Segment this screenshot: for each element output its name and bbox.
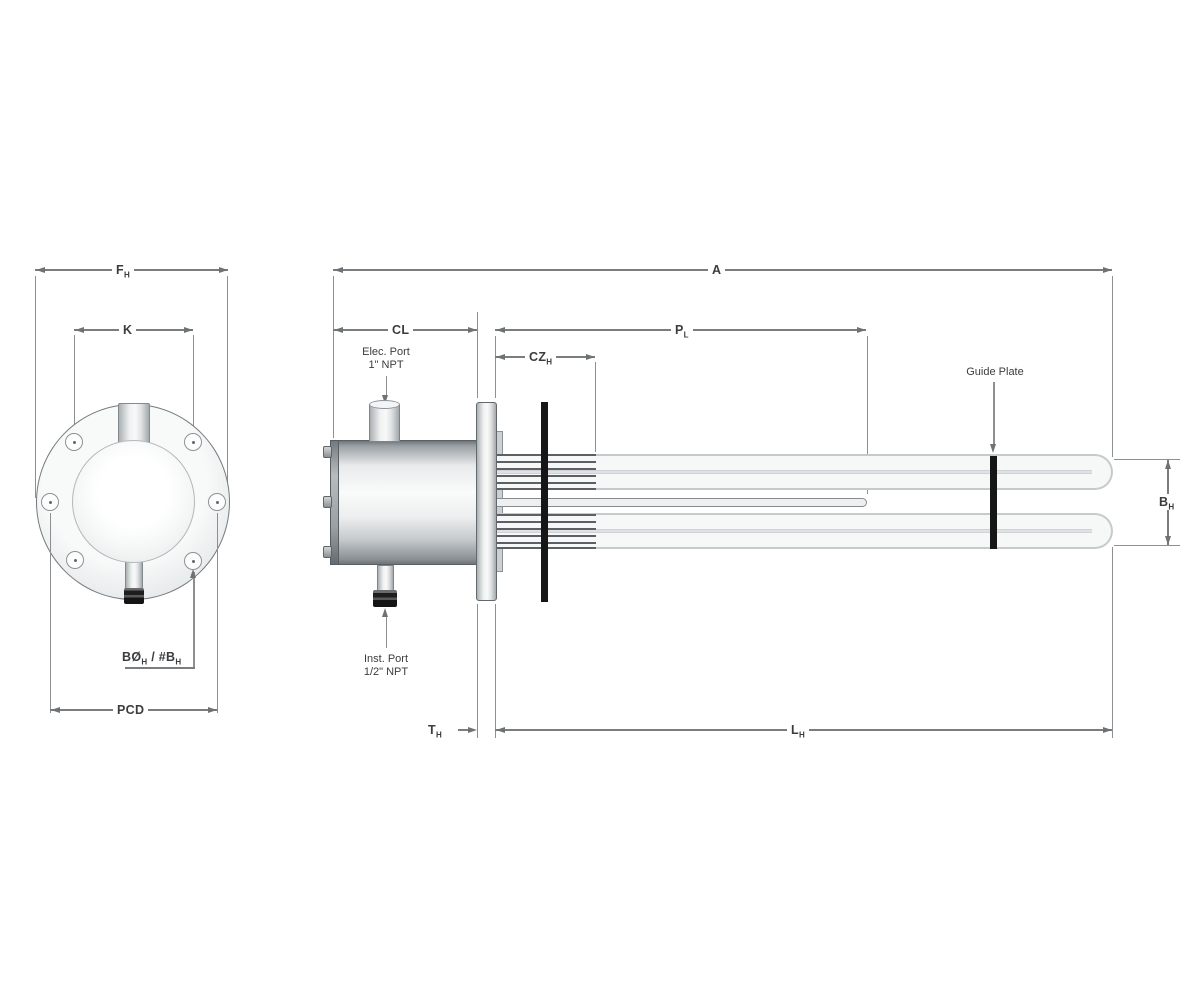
bolt-hole xyxy=(66,551,84,569)
elec-port-label-line2: 1" NPT xyxy=(368,359,404,371)
bolt-hole xyxy=(184,433,202,451)
bolt-hole xyxy=(208,493,226,511)
bh-ext-top xyxy=(1114,458,1180,460)
bolt-hole xyxy=(65,433,83,451)
inst-port-label-line2: 1/2" NPT xyxy=(363,666,409,678)
bh-ext-bottom xyxy=(1114,544,1180,546)
elec-port-label-line1: Elec. Port xyxy=(362,346,410,358)
pcd-arrow-left-icon xyxy=(51,706,60,713)
bh-arrow-down-icon xyxy=(1164,536,1171,545)
k-ext-left xyxy=(73,335,75,432)
guide-plate-inner xyxy=(541,402,548,602)
housing-screw xyxy=(323,546,332,558)
bh-dim-label: BH xyxy=(1155,494,1179,511)
guide-plate-leader-arrow-icon xyxy=(990,444,996,453)
bolt-hole-label-underline xyxy=(125,667,195,669)
fh-arrow-left-icon xyxy=(36,266,45,273)
inst-port-label-line1: Inst. Port xyxy=(363,653,409,665)
right-ext-upper xyxy=(1111,276,1113,457)
lh-arrow-left-icon xyxy=(496,726,505,733)
pcd-ext-left xyxy=(49,513,51,713)
elec-port-rim xyxy=(369,400,400,409)
flange-back-ext-bottom xyxy=(494,604,496,738)
a-arrow-left-icon xyxy=(334,266,343,273)
element-hairpin-upper-slot xyxy=(497,470,1092,474)
elec-port-side xyxy=(369,404,400,442)
k-dim-label: K xyxy=(119,322,137,338)
czh-arrow-left-icon xyxy=(496,353,505,360)
a-dim-label: A xyxy=(708,262,726,278)
czh-arrow-right-icon xyxy=(586,353,595,360)
k-arrow-left-icon xyxy=(75,326,84,333)
pcd-arrow-right-icon xyxy=(208,706,217,713)
bolt-hole-center xyxy=(48,500,52,504)
sensor-probe xyxy=(497,498,867,507)
lh-dim-label: LH xyxy=(787,722,810,739)
czh-ext-right xyxy=(594,362,596,452)
bolt-hole-leader xyxy=(193,572,195,668)
pl-ext-right xyxy=(866,336,868,494)
k-ext-right xyxy=(192,335,194,432)
inst-port-side xyxy=(377,565,394,592)
bolt-hole-center xyxy=(73,558,77,562)
a-ext-left xyxy=(332,276,334,438)
k-arrow-right-icon xyxy=(184,326,193,333)
pl-dim-label: PL xyxy=(671,322,693,339)
lh-arrow-right-icon xyxy=(1103,726,1112,733)
bolt-hole-center xyxy=(215,500,219,504)
guide-plate-outer xyxy=(990,456,997,549)
inst-port-leader xyxy=(385,614,387,648)
th-arrow-right-icon xyxy=(468,726,477,733)
housing-screw xyxy=(323,496,332,508)
cl-arrow-right-icon xyxy=(468,326,477,333)
pl-arrow-left-icon xyxy=(496,326,505,333)
inst-port-plug-front xyxy=(124,588,144,604)
pcd-dim-label: PCD xyxy=(113,702,149,718)
bolt-hole xyxy=(184,552,202,570)
bolt-hole-center xyxy=(72,440,76,444)
guide-plate-leader xyxy=(993,382,995,446)
flange-front-ext-top xyxy=(476,312,478,398)
right-ext-lower xyxy=(1111,547,1113,738)
flange-front-ext-bottom xyxy=(476,604,478,738)
guide-plate-label: Guide Plate xyxy=(966,366,1024,378)
bolt-hole-center xyxy=(191,559,195,563)
element-hairpin-lower-slot xyxy=(497,529,1092,533)
th-dim-label: TH xyxy=(424,722,447,739)
bh-arrow-up-icon xyxy=(1164,460,1171,469)
inst-port-leader-arrow-icon xyxy=(382,608,388,617)
housing-screw xyxy=(323,446,332,458)
cl-dim-label: CL xyxy=(388,322,414,338)
bolt-hole-leader-arrow-icon xyxy=(190,569,196,578)
fh-ext-right xyxy=(227,276,229,498)
pcd-ext-right xyxy=(216,513,218,713)
fh-ext-left xyxy=(34,276,36,498)
czh-dim-label: CZH xyxy=(525,349,557,366)
a-arrow-right-icon xyxy=(1103,266,1112,273)
inst-port-label: Inst. Port 1/2" NPT xyxy=(346,653,426,679)
fh-dim-label: FH xyxy=(112,262,135,279)
bolt-hole-center xyxy=(191,440,195,444)
bolt-hole-label: BØH / #BH xyxy=(122,650,182,667)
flange-dome xyxy=(72,440,195,563)
inst-port-plug-side xyxy=(373,590,397,607)
flange-back-ext-top xyxy=(494,336,496,398)
cl-arrow-left-icon xyxy=(334,326,343,333)
terminal-housing xyxy=(338,440,477,565)
pl-arrow-right-icon xyxy=(857,326,866,333)
elec-port-label: Elec. Port 1" NPT xyxy=(346,346,426,372)
fh-arrow-right-icon xyxy=(219,266,228,273)
bolt-hole xyxy=(41,493,59,511)
th-leader-line xyxy=(458,729,470,731)
flange-side xyxy=(476,402,497,601)
elec-port-leader xyxy=(385,376,387,398)
